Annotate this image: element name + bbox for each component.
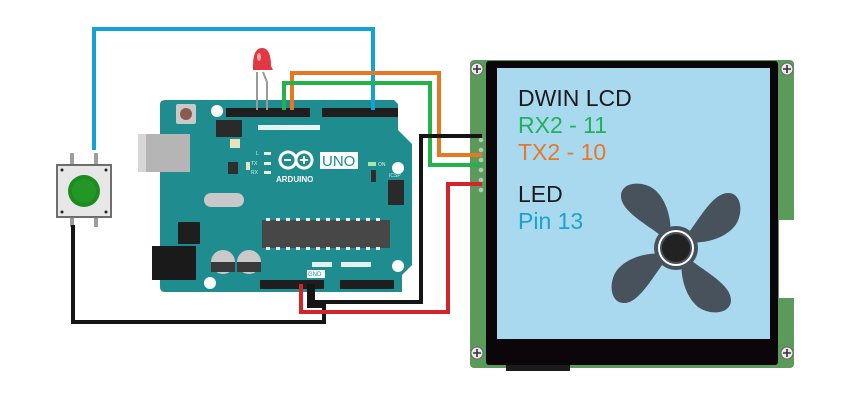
gnd-label: GND	[308, 272, 322, 278]
screw-icon	[780, 62, 794, 76]
lcd-pcb-notch	[779, 220, 799, 298]
icsp-header-right	[388, 180, 404, 205]
power-label: POWER	[313, 262, 332, 268]
wires	[71, 27, 482, 324]
arduino-uno-board: ICSP DIGITAL L TX RX ON	[138, 100, 412, 292]
crystal	[204, 193, 244, 207]
analog-label: ANALOG IN	[342, 262, 370, 268]
screw-icon	[470, 62, 484, 76]
uno-badge-text: UNO	[322, 153, 355, 170]
lcd-tx-label: TX2 - 10	[518, 139, 606, 165]
atmega-chip	[262, 220, 390, 248]
on-led-label: ON	[378, 162, 386, 168]
l-led-label: L	[256, 151, 259, 157]
lcd-led-pin: Pin 13	[518, 208, 583, 234]
dc-jack	[152, 246, 196, 280]
icsp-label: ICSP	[389, 173, 401, 179]
digital-header-right	[322, 108, 398, 117]
digital-header-left	[226, 108, 310, 117]
lcd-header-pins	[478, 137, 484, 193]
analog-header	[340, 280, 394, 289]
arduino-logo-text: ARDUINO	[276, 175, 313, 184]
fan-icon	[611, 183, 741, 313]
lcd-heading: DWIN LCD	[518, 85, 632, 111]
icsp-header-top	[216, 120, 242, 137]
voltage-regulator	[178, 222, 200, 244]
arduino-logo-icon	[278, 150, 314, 170]
rx-led-label: RX	[251, 170, 259, 176]
digital-label: DIGITAL	[263, 125, 282, 131]
mount-hole	[392, 162, 404, 174]
lcd-bottom-connector	[506, 365, 570, 371]
tx-led-label: TX	[251, 161, 258, 167]
mount-hole	[392, 260, 404, 272]
red-led-icon	[253, 48, 273, 110]
lcd-rx-label: RX2 - 11	[518, 112, 607, 138]
dwin-lcd-module: DWIN LCD RX2 - 11 TX2 - 10 LED Pin 13	[470, 60, 799, 371]
push-button	[56, 153, 112, 227]
wire-lcd-tx	[290, 71, 482, 157]
wire-lcd-power	[299, 182, 482, 314]
uno-badge	[320, 152, 358, 169]
wire-lcd-rx	[282, 81, 482, 167]
wire-button-signal	[92, 27, 375, 150]
power-header	[260, 280, 324, 289]
wire-lcd-ground	[311, 134, 482, 304]
screw-icon	[780, 346, 794, 360]
usb-port	[138, 134, 190, 172]
mount-hole	[204, 277, 216, 289]
mount-hole	[211, 105, 223, 117]
screw-icon	[470, 346, 484, 360]
lcd-led-heading: LED	[518, 181, 563, 207]
